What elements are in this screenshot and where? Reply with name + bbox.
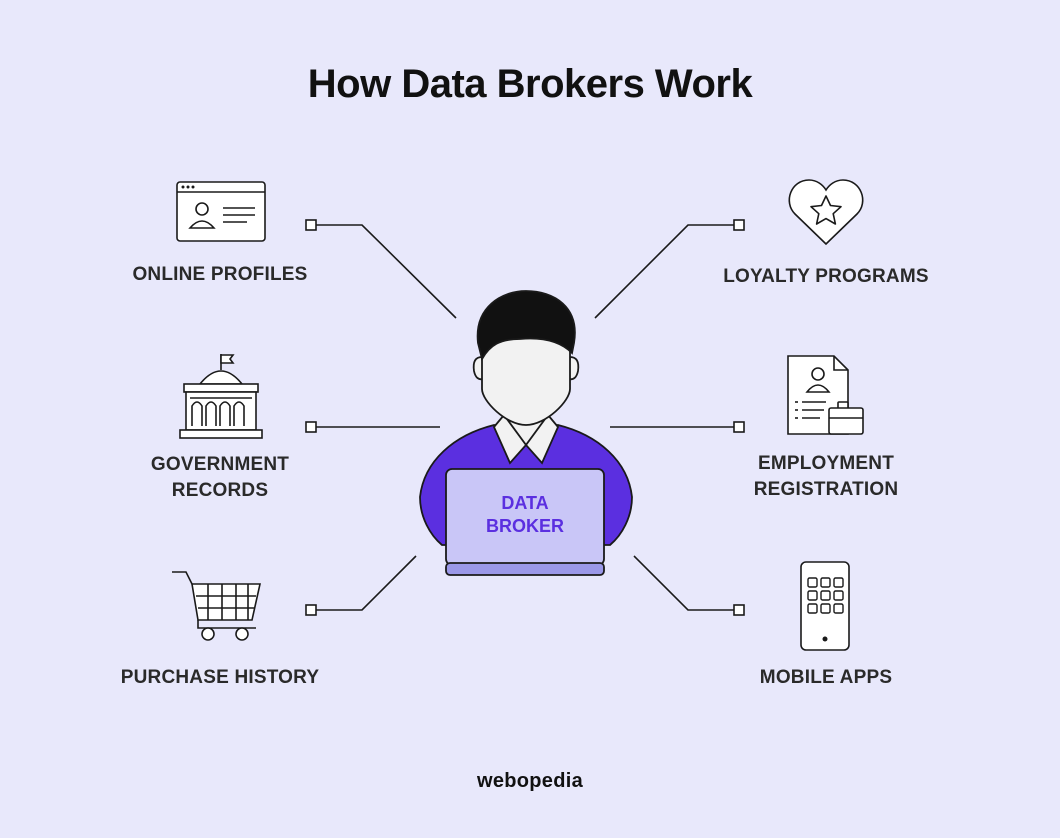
label-line: REGISTRATION [753,479,899,500]
government-building-icon [179,354,263,439]
label-government-records: GOVERNMENT RECORDS [120,452,320,504]
connector-node [305,219,317,231]
label-loyalty-programs: LOYALTY PROGRAMS [723,266,929,287]
label-online-profiles: ONLINE PROFILES [132,264,308,285]
resume-briefcase-icon [787,355,864,435]
profile-card-icon [176,181,266,242]
label-employment-registration: EMPLOYMENT REGISTRATION [716,451,936,503]
connector-mobile-apps [633,555,734,611]
data-broker-figure [419,290,633,576]
laptop-label-line2: BROKER [485,516,564,536]
connector-node [733,421,745,433]
shopping-cart-icon [172,571,261,641]
label-line: EMPLOYMENT [757,453,895,474]
label-purchase-history: PURCHASE HISTORY [120,667,320,688]
connector-node [733,604,745,616]
laptop-label: DATA BROKER [446,492,604,538]
connector-node [733,219,745,231]
label-line: RECORDS [171,480,269,501]
heart-star-icon [788,179,864,246]
webopedia-logo: webopedia [476,770,584,792]
connector-online-profiles [316,224,457,319]
connector-node [305,421,317,433]
label-mobile-apps: MOBILE APPS [759,667,893,688]
connector-loyalty-programs [594,224,734,319]
smartphone-icon [800,561,850,651]
laptop-label-line1: DATA [501,493,549,513]
connector-node [305,604,317,616]
connector-purchase-history [316,555,417,611]
page-title: How Data Brokers Work [307,62,753,106]
label-line: GOVERNMENT [150,454,290,475]
